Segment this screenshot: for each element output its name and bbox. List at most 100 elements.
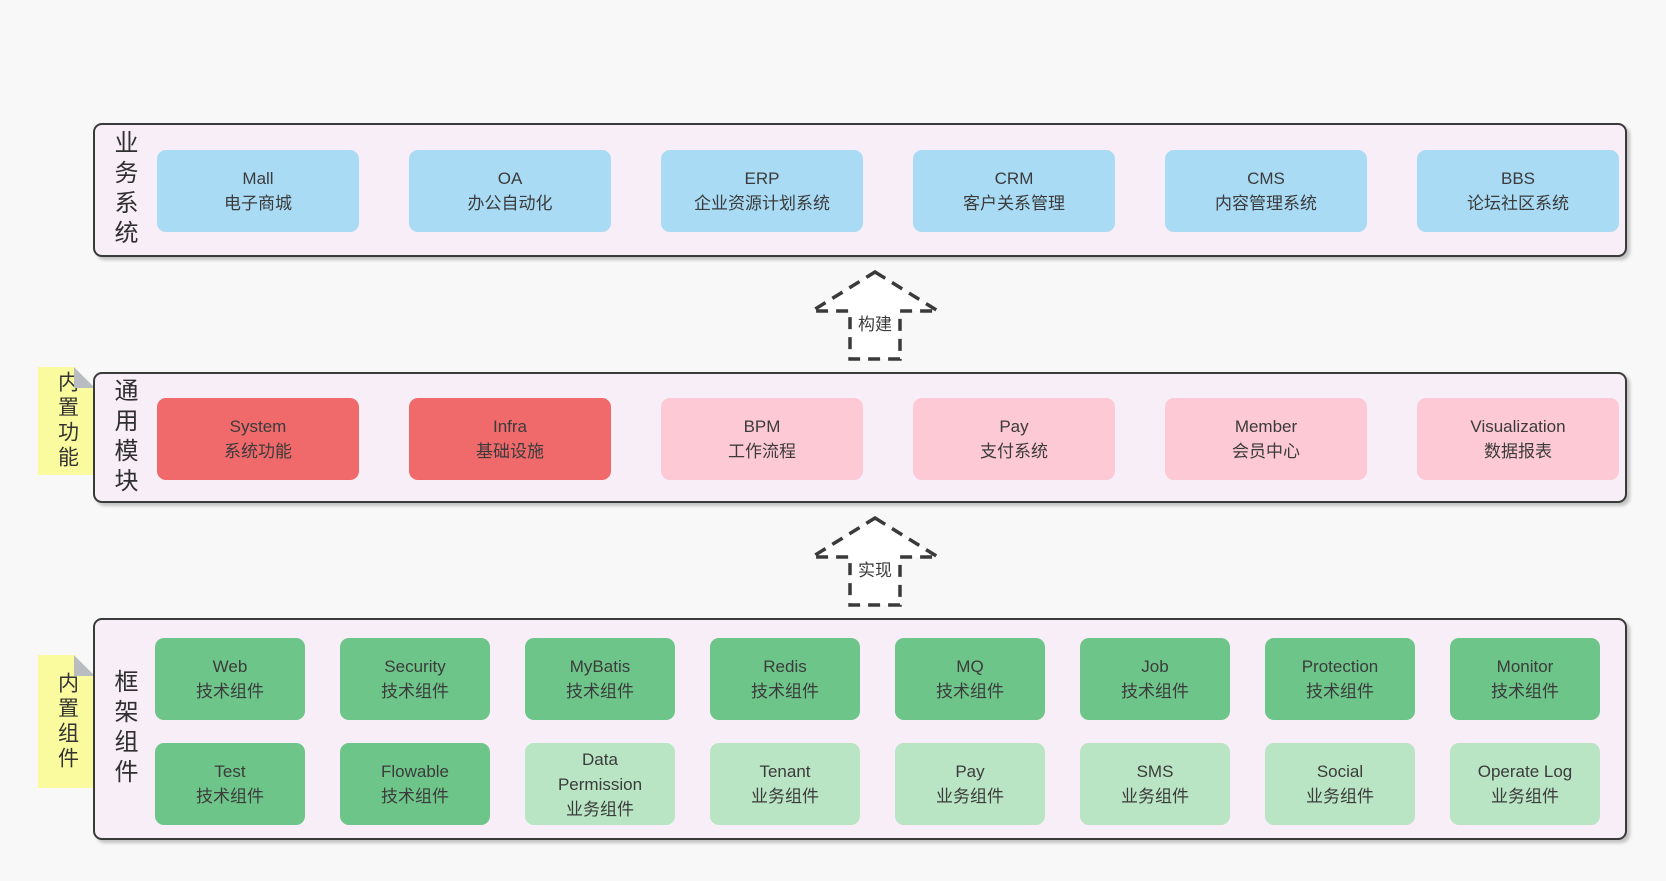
pay-module-box: Pay 支付系统 (913, 398, 1115, 480)
social-box-title: Social (1316, 762, 1364, 781)
system-box-subtitle: 系统功能 (224, 442, 292, 461)
protection-box-title: Protection (1301, 657, 1379, 676)
common-modules-band: 通用模块 System 系统功能 Infra 基础设施 BPM 工作流程 Pay… (93, 372, 1627, 503)
infra-box-title: Infra (492, 417, 528, 436)
web-box: Web 技术组件 (155, 638, 305, 720)
redis-box-subtitle: 技术组件 (751, 682, 819, 701)
builtin-components-note-label: 内置组件 (55, 671, 79, 772)
bbs-box-title: BBS (1500, 169, 1536, 188)
tenant-box-title: Tenant (759, 762, 811, 781)
erp-box-subtitle: 企业资源计划系统 (694, 194, 830, 213)
mybatis-box-subtitle: 技术组件 (566, 682, 634, 701)
oa-box: OA 办公自动化 (409, 150, 611, 232)
framework-components-band: 框架组件 Web 技术组件 Security 技术组件 MyBatis 技术组件… (93, 618, 1627, 840)
business-systems-band-label: 业务系统 (110, 130, 137, 250)
bbs-box: BBS 论坛社区系统 (1417, 150, 1619, 232)
pay-component-box: Pay 业务组件 (895, 743, 1045, 825)
mq-box: MQ 技术组件 (895, 638, 1045, 720)
crm-box-title: CRM (994, 169, 1034, 188)
social-box-subtitle: 业务组件 (1306, 787, 1374, 806)
mall-box-title: Mall (242, 169, 274, 188)
framework-components-band-label: 框架组件 (110, 669, 137, 789)
tenant-box-subtitle: 业务组件 (751, 787, 819, 806)
build-arrow: 构建 (809, 270, 941, 362)
sms-box-subtitle: 业务组件 (1121, 787, 1189, 806)
protection-box: Protection 技术组件 (1265, 638, 1415, 720)
common-modules-row: System 系统功能 Infra 基础设施 BPM 工作流程 Pay 支付系统… (157, 398, 1619, 480)
system-box: System 系统功能 (157, 398, 359, 480)
member-box-title: Member (1234, 417, 1298, 436)
crm-box: CRM 客户关系管理 (913, 150, 1115, 232)
builtin-features-note-label: 内置功能 (55, 371, 79, 471)
mybatis-box-title: MyBatis (569, 657, 631, 676)
sms-box: SMS 业务组件 (1080, 743, 1230, 825)
builtin-features-note: 内置功能 (38, 367, 95, 475)
infra-box-subtitle: 基础设施 (476, 442, 544, 461)
build-arrow-label: 构建 (853, 310, 897, 335)
redis-box: Redis 技术组件 (710, 638, 860, 720)
sms-box-title: SMS (1136, 762, 1174, 781)
data-permission-box: Data Permission 业务组件 (525, 743, 675, 825)
oa-box-title: OA (497, 169, 523, 188)
mq-box-title: MQ (956, 657, 984, 676)
web-box-subtitle: 技术组件 (196, 682, 264, 701)
crm-box-subtitle: 客户关系管理 (963, 194, 1065, 213)
mall-box-subtitle: 电子商城 (224, 194, 292, 213)
cms-box: CMS 内容管理系统 (1165, 150, 1367, 232)
pay-component-box-title: Pay (955, 762, 985, 781)
cms-box-title: CMS (1247, 169, 1285, 188)
erp-box: ERP 企业资源计划系统 (661, 150, 863, 232)
monitor-box-subtitle: 技术组件 (1491, 682, 1559, 701)
security-box: Security 技术组件 (340, 638, 490, 720)
visualization-box-title: Visualization (1470, 417, 1566, 436)
job-box-title: Job (1141, 657, 1169, 676)
bpm-box-subtitle: 工作流程 (728, 442, 796, 461)
infra-box: Infra 基础设施 (409, 398, 611, 480)
builtin-components-note: 内置组件 (38, 655, 95, 788)
cms-box-subtitle: 内容管理系统 (1215, 194, 1317, 213)
mall-box: Mall 电子商城 (157, 150, 359, 232)
bbs-box-subtitle: 论坛社区系统 (1467, 194, 1569, 213)
business-systems-row: Mall 电子商城 OA 办公自动化 ERP 企业资源计划系统 CRM 客户关系… (157, 150, 1619, 232)
common-modules-band-label: 通用模块 (110, 377, 137, 498)
data-permission-box-subtitle: 业务组件 (566, 799, 634, 819)
bpm-box: BPM 工作流程 (661, 398, 863, 480)
erp-box-title: ERP (744, 169, 780, 188)
implement-arrow: 实现 (809, 516, 941, 608)
test-box: Test 技术组件 (155, 743, 305, 825)
pay-module-box-subtitle: 支付系统 (980, 442, 1048, 461)
operate-log-box: Operate Log 业务组件 (1450, 743, 1600, 825)
flowable-box-title: Flowable (380, 762, 450, 781)
data-permission-box-title: Data Permission (557, 749, 643, 794)
job-box: Job 技术组件 (1080, 638, 1230, 720)
bpm-box-title: BPM (743, 417, 781, 436)
social-box: Social 业务组件 (1265, 743, 1415, 825)
oa-box-subtitle: 办公自动化 (467, 194, 553, 213)
member-box: Member 会员中心 (1165, 398, 1367, 480)
monitor-box-title: Monitor (1496, 657, 1554, 676)
mq-box-subtitle: 技术组件 (936, 682, 1004, 701)
framework-components-row-1: Web 技术组件 Security 技术组件 MyBatis 技术组件 Redi… (155, 638, 1600, 720)
member-box-subtitle: 会员中心 (1232, 442, 1300, 461)
monitor-box: Monitor 技术组件 (1450, 638, 1600, 720)
pay-component-box-subtitle: 业务组件 (936, 787, 1004, 806)
operate-log-box-title: Operate Log (1477, 762, 1573, 781)
mybatis-box: MyBatis 技术组件 (525, 638, 675, 720)
web-box-title: Web (212, 657, 248, 676)
visualization-box: Visualization 数据报表 (1417, 398, 1619, 480)
visualization-box-subtitle: 数据报表 (1484, 442, 1552, 461)
job-box-subtitle: 技术组件 (1121, 682, 1189, 701)
business-systems-band: 业务系统 Mall 电子商城 OA 办公自动化 ERP 企业资源计划系统 CRM… (93, 123, 1627, 257)
implement-arrow-label: 实现 (853, 556, 897, 581)
security-box-title: Security (384, 657, 446, 676)
operate-log-box-subtitle: 业务组件 (1491, 787, 1559, 806)
security-box-subtitle: 技术组件 (381, 682, 449, 701)
system-box-title: System (229, 417, 287, 436)
protection-box-subtitle: 技术组件 (1306, 682, 1374, 701)
flowable-box-subtitle: 技术组件 (381, 787, 449, 806)
test-box-subtitle: 技术组件 (196, 787, 264, 806)
test-box-title: Test (214, 762, 246, 781)
tenant-box: Tenant 业务组件 (710, 743, 860, 825)
pay-module-box-title: Pay (999, 417, 1029, 436)
